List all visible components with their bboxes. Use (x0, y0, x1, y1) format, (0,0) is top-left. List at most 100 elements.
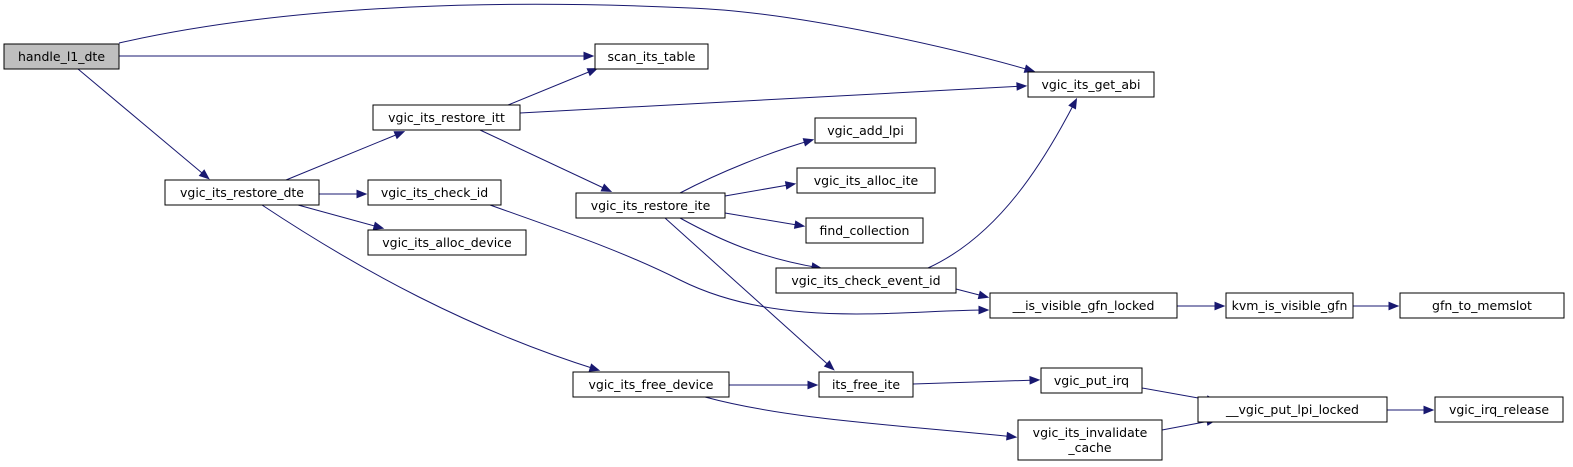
node-box (164, 179, 320, 206)
arrowhead-icon (600, 183, 613, 192)
node-vgic-its-check-event-id[interactable]: vgic_its_check_event_id (775, 267, 957, 294)
node-handle-l1-dte[interactable]: handle_l1_dte (3, 43, 120, 70)
node-is-visible-gfn-locked[interactable]: __is_visible_gfn_locked (989, 292, 1178, 319)
arrowhead-icon (586, 68, 599, 77)
edge-kvm_is_visible_gfn-to-gfn_to_memslot (1353, 301, 1400, 311)
node-box (572, 371, 730, 398)
arrowhead-icon (356, 189, 368, 199)
edge-line (77, 68, 209, 179)
node-vgic-irq-release[interactable]: vgic_irq_release (1434, 396, 1564, 423)
arrowhead-icon (583, 51, 595, 61)
arrowhead-icon (823, 360, 835, 371)
arrowhead-icon (978, 305, 990, 315)
node-vgic-its-alloc-device[interactable]: vgic_its_alloc_device (367, 229, 527, 256)
edge-line (118, 3, 1034, 72)
edge-line (507, 68, 597, 106)
node-box (1027, 71, 1155, 98)
node-gfn-to-memslot[interactable]: gfn_to_memslot (1399, 292, 1565, 319)
edge-vgic_its_restore_itt-to-scan_its_table (507, 68, 599, 106)
node-label: scan_its_table (607, 49, 695, 64)
node-box (989, 292, 1178, 319)
arrowhead-icon (1006, 431, 1018, 441)
node-vgic-its-check-id[interactable]: vgic_its_check_id (367, 179, 502, 206)
node-find-collection[interactable]: find_collection (805, 217, 924, 244)
node-label: its_free_ite (832, 377, 900, 392)
node-scan-its-table[interactable]: scan_its_table (594, 43, 709, 70)
node-box (775, 267, 957, 294)
node-layer: handle_l1_dte scan_its_table vgic_its_get_… (3, 43, 1565, 461)
edge-vgic_its_restore_ite-to-vgic_add_lpi (679, 138, 815, 194)
arrowhead-icon (372, 221, 385, 230)
node-kvm-is-visible-gfn[interactable]: kvm_is_visible_gfn (1225, 292, 1354, 319)
arrowhead-icon (1423, 405, 1435, 415)
node-vgic-its-restore-dte[interactable]: vgic_its_restore_dte (164, 179, 320, 206)
arrowhead-icon (1016, 82, 1028, 91)
edge-vgic_its_restore_dte-to-vgic_its_restore_itt (285, 131, 406, 181)
node-box (367, 229, 527, 256)
arrowhead-icon (1214, 301, 1226, 311)
arrowhead-icon (1023, 64, 1036, 73)
arrowhead-icon (977, 290, 990, 300)
node-label: vgic_its_check_event_id (791, 273, 940, 288)
node-box (594, 43, 709, 70)
arrowhead-icon (198, 169, 210, 180)
edge-line (664, 217, 834, 370)
edge-vgic_its_check_id-to-__is_visible_gfn_locked (489, 204, 990, 315)
node-label: __is_visible_gfn_locked (1012, 298, 1155, 313)
edge-vgic_its_restore_itt-to-vgic_its_restore_ite (479, 129, 613, 192)
edge-vgic_its_check_event_id-to-__is_visible_gfn_locked (955, 288, 990, 300)
node-box (1399, 292, 1565, 319)
node-label: __vgic_put_lpi_locked (1225, 402, 1359, 417)
edge-line (261, 204, 599, 371)
node-vgic-its-restore-ite[interactable]: vgic_its_restore_ite (575, 192, 726, 219)
edge-line (704, 396, 1016, 438)
node-label: vgic_its_get_abi (1042, 77, 1141, 92)
node-box (796, 167, 936, 194)
arrowhead-icon (807, 380, 819, 390)
arrowhead-icon (588, 363, 601, 372)
edge-handle_l1_dte-to-vgic_its_restore_dte (77, 68, 210, 180)
edge-line (912, 379, 1039, 385)
edge-line (285, 131, 404, 181)
node-box (575, 192, 726, 219)
node-vgic-put-lpi-locked[interactable]: __vgic_put_lpi_locked (1197, 396, 1388, 423)
arrowhead-icon (1068, 97, 1078, 110)
edge-line (679, 139, 813, 194)
edge-line (724, 212, 804, 227)
node-box (1017, 419, 1163, 461)
edge-vgic_its_restore_dte-to-vgic_its_free_device (261, 204, 601, 372)
node-vgic-its-alloc-ite[interactable]: vgic_its_alloc_ite (796, 167, 936, 194)
edge-line (479, 129, 611, 192)
node-vgic-its-get-abi[interactable]: vgic_its_get_abi (1027, 71, 1155, 98)
node-label: vgic_its_check_id (381, 185, 488, 200)
edge-line (927, 99, 1077, 269)
edge-line (519, 85, 1026, 114)
node-label: vgic_its_alloc_device (382, 235, 512, 250)
edge-vgic_its_restore_itt-to-vgic_its_get_abi (519, 82, 1028, 114)
arrowhead-icon (793, 220, 806, 229)
node-box (3, 43, 120, 70)
node-label: handle_l1_dte (18, 49, 105, 64)
node-vgic-its-restore-itt[interactable]: vgic_its_restore_itt (372, 104, 521, 131)
node-box (367, 179, 502, 206)
node-vgic-its-invalidate-cache[interactable]: vgic_its_invalidate_cache (1017, 419, 1163, 461)
node-vgic-its-free-device[interactable]: vgic_its_free_device (572, 371, 730, 398)
node-its-free-ite[interactable]: its_free_ite (818, 371, 914, 398)
node-label: vgic_its_restore_ite (591, 198, 711, 213)
node-label: _cache (1067, 440, 1112, 455)
arrowhead-icon (784, 181, 797, 190)
node-box (1040, 367, 1143, 394)
node-box (1225, 292, 1354, 319)
edge-vgic_its_restore_ite-to-find_collection (724, 212, 806, 229)
node-label: gfn_to_memslot (1432, 298, 1532, 313)
node-vgic-put-irq[interactable]: vgic_put_irq (1040, 367, 1143, 394)
arrowhead-icon (1388, 301, 1400, 311)
edge-line (679, 217, 821, 269)
edge-__vgic_put_lpi_locked-to-vgic_irq_release (1387, 405, 1435, 415)
node-vgic-add-lpi[interactable]: vgic_add_lpi (814, 117, 917, 144)
node-label: find_collection (820, 223, 910, 238)
node-label: vgic_its_restore_dte (180, 185, 304, 200)
node-label: vgic_its_restore_itt (388, 110, 505, 125)
edge-__is_visible_gfn_locked-to-kvm_is_visible_gfn (1177, 301, 1226, 311)
